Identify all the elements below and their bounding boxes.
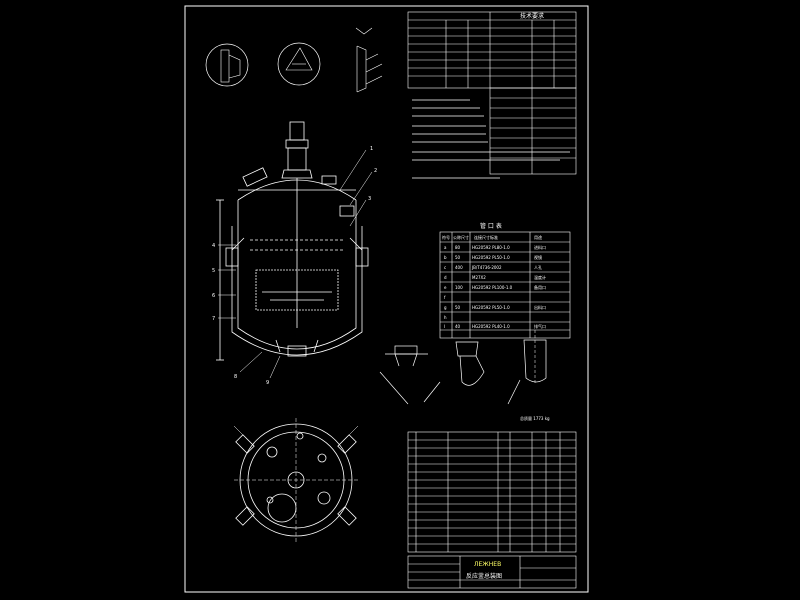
bill-of-materials-grid bbox=[407, 431, 577, 553]
sheet-frame bbox=[184, 5, 589, 593]
detail-views-top bbox=[205, 27, 383, 93]
nozzle-row-g-standard: HG20592 PL50-1.0 bbox=[472, 305, 510, 310]
nozzle-details bbox=[379, 330, 547, 405]
technical-requirements-heading: 技术要求 bbox=[520, 12, 544, 20]
title-block bbox=[407, 555, 577, 589]
nozzle-row-c-standard: JB/T4736-2002 bbox=[471, 265, 502, 270]
title-block-company: ЛЕЖНЕВ bbox=[474, 561, 501, 568]
total-mass-label: 总质量 1773 kg bbox=[520, 415, 550, 421]
nozzle-row-f-symbol: f bbox=[444, 295, 446, 300]
nozzle-row-l-size: 40 bbox=[455, 324, 461, 329]
nozzle-row-a-symbol: a bbox=[444, 245, 447, 250]
nozzle-row-l-symbol: l bbox=[444, 324, 445, 329]
nozzle-row-g-size: 50 bbox=[455, 305, 461, 310]
nozzle-row-a-use: 进料口 bbox=[534, 244, 546, 250]
nozzle-table-text: 符号 公称尺寸 连接尺寸标准 用途 a 80 HG20592 PL80-1.0 … bbox=[442, 234, 546, 329]
part-label-8: 8 bbox=[234, 374, 237, 380]
nozzle-row-d-standard: M27X2 bbox=[472, 275, 486, 280]
part-label-5: 5 bbox=[212, 268, 215, 274]
nozzle-table-grid bbox=[439, 231, 571, 339]
nozzle-row-c-size: 400 bbox=[455, 265, 463, 270]
nozzle-row-g-symbol: g bbox=[444, 305, 447, 310]
part-number-labels: 1 2 3 4 5 6 7 8 9 bbox=[212, 146, 377, 386]
vessel-plan-view bbox=[233, 418, 359, 542]
title-block-drawing-title: 反应釜总装图 bbox=[466, 572, 502, 580]
part-label-9: 9 bbox=[266, 380, 269, 386]
nozzle-row-h-symbol: h bbox=[444, 315, 447, 320]
nozzle-row-b-size: 50 bbox=[455, 255, 461, 260]
nozzle-row-c-use: 人孔 bbox=[534, 264, 542, 270]
nozzle-row-l-use: 排气口 bbox=[534, 323, 546, 329]
nozzle-row-c-symbol: c bbox=[444, 265, 446, 270]
part-label-4: 4 bbox=[212, 243, 215, 249]
notes-text-block bbox=[412, 99, 570, 179]
parts-table-title: 管 口 表 bbox=[480, 222, 502, 230]
nozzle-row-a-size: 80 bbox=[455, 245, 461, 250]
nozzle-row-b-standard: HG20592 PL50-1.0 bbox=[472, 255, 510, 260]
nozzle-row-l-standard: HG20592 PL40-1.0 bbox=[472, 324, 510, 329]
nozzle-row-b-use: 视镜 bbox=[534, 254, 542, 260]
nozzle-row-a-standard: HG20592 PL80-1.0 bbox=[472, 245, 510, 250]
nozzle-table-header-size: 公称尺寸 bbox=[453, 234, 469, 240]
nozzle-row-d-symbol: d bbox=[444, 275, 447, 280]
vessel-elevation bbox=[216, 121, 369, 361]
nozzle-row-d-use: 温度计 bbox=[534, 274, 546, 280]
nozzle-row-e-symbol: e bbox=[444, 285, 447, 290]
nozzle-table-header-standard: 连接尺寸标准 bbox=[474, 234, 498, 240]
nozzle-row-b-symbol: b bbox=[444, 255, 447, 260]
part-label-2: 2 bbox=[374, 168, 377, 174]
part-label-3: 3 bbox=[368, 196, 371, 202]
part-label-1: 1 bbox=[370, 146, 373, 152]
part-label-6: 6 bbox=[212, 293, 215, 299]
part-label-7: 7 bbox=[212, 316, 215, 322]
nozzle-table-header-symbol: 符号 bbox=[442, 234, 450, 240]
technical-data-table bbox=[407, 11, 577, 175]
nozzle-table-header-use: 用途 bbox=[534, 234, 542, 240]
leader-lines bbox=[218, 149, 373, 379]
nozzle-row-e-standard: HG20592 PL100-1.0 bbox=[472, 285, 513, 290]
nozzle-row-e-size: 100 bbox=[455, 285, 463, 290]
nozzle-row-g-use: 出料口 bbox=[534, 304, 546, 310]
nozzle-row-e-use: 备用口 bbox=[534, 284, 546, 290]
